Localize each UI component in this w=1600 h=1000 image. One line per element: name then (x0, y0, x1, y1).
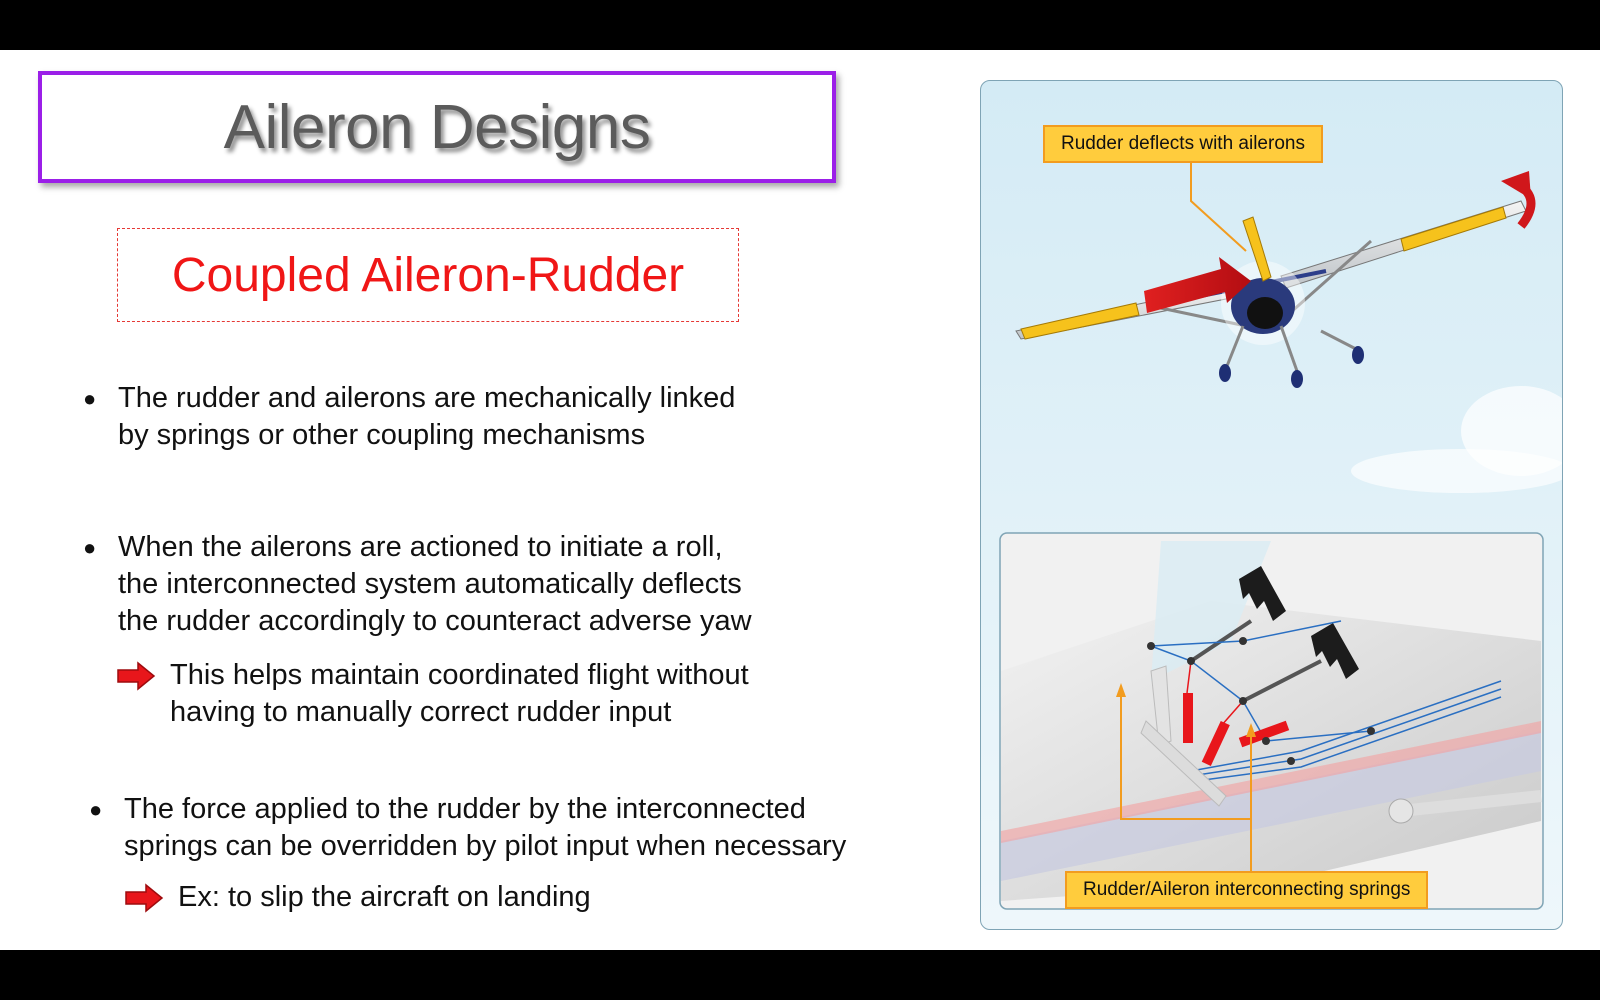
bullet-text-line: the interconnected system automatically … (118, 568, 742, 600)
sub-bullet-text-line: Ex: to slip the aircraft on landing (178, 881, 591, 913)
sub-bullet-item: Ex: to slip the aircraft on landing (125, 879, 591, 916)
callout-interconnecting-springs: Rudder/Aileron interconnecting springs (1065, 871, 1429, 909)
red-arrow-icon (117, 661, 156, 691)
bullet-item: ● The rudder and ailerons are mechanical… (83, 380, 736, 454)
bullet-dot-icon: ● (83, 535, 97, 560)
push-arrow-icon (1144, 257, 1251, 313)
bullet-item: ● When the ailerons are actioned to init… (83, 529, 752, 640)
slide: Aileron Designs Coupled Aileron-Rudder ●… (0, 50, 1600, 950)
spring-mechanism-inset (999, 532, 1544, 910)
sub-bullet-text-line: having to manually correct rudder input (170, 696, 672, 728)
sub-bullet-text-line: This helps maintain coordinated flight w… (170, 659, 749, 691)
title-box: Aileron Designs (38, 71, 836, 183)
slide-subtitle: Coupled Aileron-Rudder (171, 248, 685, 302)
bullet-text-line: The force applied to the rudder by the i… (124, 793, 806, 825)
red-arrow-icon (125, 883, 164, 913)
roll-arrow-icon (1501, 171, 1531, 199)
sub-bullet-item: This helps maintain coordinated flight w… (117, 657, 749, 731)
bullet-item: ● The force applied to the rudder by the… (89, 791, 847, 865)
bullet-text-line: springs can be overridden by pilot input… (124, 830, 847, 862)
subtitle-box: Coupled Aileron-Rudder (117, 228, 739, 322)
slide-title: Aileron Designs (223, 92, 651, 162)
cloud-shape (1351, 386, 1562, 493)
bullet-text-line: the rudder accordingly to counteract adv… (118, 605, 752, 637)
callout-interconnecting-springs-text: Rudder/Aileron interconnecting springs (1083, 879, 1411, 900)
callout-rudder-deflects: Rudder deflects with ailerons (1043, 125, 1323, 163)
airplane-front-view (1015, 159, 1536, 388)
bullet-text-line: When the ailerons are actioned to initia… (118, 531, 723, 563)
aircraft-figure-panel: Rudder deflects with ailerons Rudder/Ail… (980, 80, 1563, 930)
bullet-dot-icon: ● (89, 797, 103, 822)
bullet-text-line: by springs or other coupling mechanisms (118, 419, 646, 451)
aircraft-illustration (999, 159, 1562, 910)
bullet-text-line: The rudder and ailerons are mechanically… (118, 382, 736, 414)
callout-rudder-deflects-text: Rudder deflects with ailerons (1061, 133, 1305, 154)
bullet-dot-icon: ● (83, 386, 97, 411)
